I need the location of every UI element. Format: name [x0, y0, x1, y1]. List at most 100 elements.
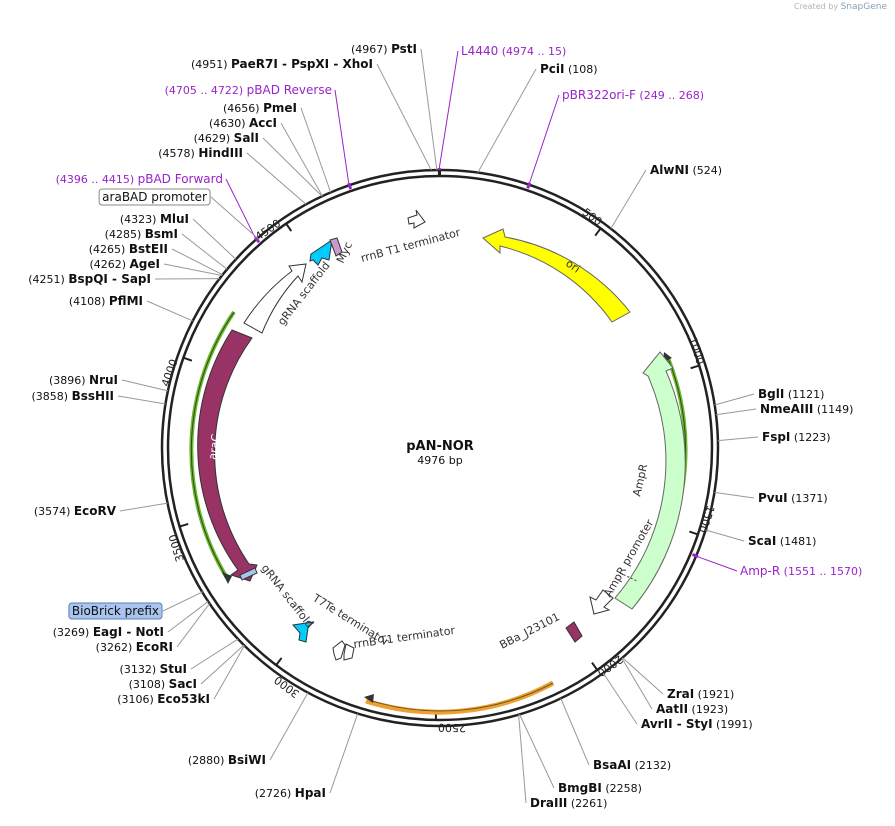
boxed-label-biobrick-prefix: BioBrick prefix [68, 602, 163, 620]
site-leader [146, 300, 193, 322]
site-leader [705, 529, 745, 542]
boxed-label-text: araBAD promoter [102, 190, 207, 204]
site-mlui: (4323) MluI [120, 212, 189, 226]
feature-arac-arrow [197, 329, 258, 582]
site-aatii-text: AatII (1923) [656, 702, 728, 716]
site-fspi: FspI (1223) [762, 430, 830, 444]
primer-leader [438, 50, 459, 169]
site-bgli-text: BglI (1121) [758, 387, 824, 401]
site-leader [200, 644, 245, 685]
site-paer7i-pspxi-xhoi-text: (4951) PaeR7I - PspXI - XhoI [191, 57, 373, 71]
boxed-leader [162, 590, 205, 612]
l4440-marker [438, 170, 441, 177]
feature-label-ampr: AmpR [630, 462, 650, 497]
site-agei: (4262) AgeI [89, 257, 160, 271]
ampr-promoter-divider [619, 572, 638, 582]
site-leader [714, 393, 755, 406]
site-nrui: (3896) NruI [49, 373, 118, 387]
site-ecori-text: (3262) EcoRI [96, 640, 173, 654]
site-eagi-noti-text: (3269) EagI - NotI [53, 625, 164, 639]
tick-mark [285, 223, 293, 232]
site-bsiwi-text: (2880) BsiWI [188, 753, 266, 767]
site-leader [213, 645, 245, 700]
site-draiii: DraIII (2261) [530, 796, 607, 810]
site-scai: ScaI (1481) [748, 534, 816, 548]
primer-leader [529, 94, 560, 183]
site-leader [192, 218, 237, 260]
site-leader [167, 601, 209, 633]
site-ecorv-text: (3574) EcoRV [34, 504, 117, 518]
site-saci-text: (3108) SacI [129, 677, 197, 691]
site-paer7i-pspxi-xhoi: (4951) PaeR7I - PspXI - XhoI [191, 57, 373, 71]
leader-lines [117, 48, 759, 804]
feature-bba-j23101-marker [565, 621, 583, 643]
site-bspqi-sapi: (4251) BspQI - SapI [28, 272, 151, 286]
site-pvui: PvuI (1371) [758, 491, 828, 505]
site-leader [420, 48, 438, 171]
feature-ampr-arrow [614, 351, 686, 610]
site-nmeaiii: NmeAIII (1149) [760, 402, 853, 416]
site-ecorv: (3574) EcoRV [34, 504, 117, 518]
primer-l4440: L4440 (4974 .. 15) [461, 44, 566, 58]
site-leader [602, 672, 638, 725]
tick-mark [275, 657, 283, 666]
feature-t7te-terminator-arrow [332, 640, 346, 661]
site-pflmi: (4108) PflMI [69, 294, 143, 308]
boxed-label-frame [98, 188, 211, 206]
site-stui-text: (3132) StuI [120, 662, 187, 676]
primer-leader [225, 178, 256, 238]
site-nrui-text: (3896) NruI [49, 373, 118, 387]
site-sali-text: (4629) SalI [194, 131, 259, 145]
tick-mark [689, 530, 699, 536]
feature-ampr-promoter-arrow [589, 589, 614, 615]
site-leader [519, 714, 555, 789]
feature-label-bba-j23101: BBa_J23101 [497, 610, 561, 651]
site-bspqi-sapi-text: (4251) BspQI - SapI [28, 272, 151, 286]
site-leader [300, 107, 332, 193]
site-leader [246, 152, 307, 205]
site-saci: (3108) SacI [129, 677, 197, 691]
site-acci: (4630) AccI [209, 116, 277, 130]
site-pmei-text: (4656) PmeI [223, 101, 297, 115]
boxed-label-text: BioBrick prefix [72, 604, 159, 618]
site-leader [176, 603, 210, 648]
site-leader [181, 233, 228, 270]
tick-mark [690, 364, 700, 370]
site-stui: (3132) StuI [120, 662, 187, 676]
site-bmgbi: BmgBI (2258) [558, 781, 642, 795]
tick-mark [591, 662, 599, 671]
site-bsshii: (3858) BssHII [32, 389, 114, 403]
site-leader [622, 657, 664, 695]
tick-label: 4000 [159, 357, 181, 388]
feature-rrnb-t1-terminator-top [407, 209, 426, 229]
site-hindiii-text: (4578) HindIII [158, 146, 243, 160]
primer-marker [254, 236, 261, 244]
site-ecori: (3262) EcoRI [96, 640, 173, 654]
primer-leader [334, 89, 350, 184]
site-leader [262, 137, 323, 197]
site-leader [477, 68, 537, 173]
site-avrii-styi-text: AvrII - StyI (1991) [641, 717, 753, 731]
site-bmgbi-text: BmgBI (2258) [558, 781, 642, 795]
boxed-label-arabad-promoter: araBAD promoter [98, 188, 211, 206]
site-sali: (4629) SalI [194, 131, 259, 145]
tick-mark [183, 356, 193, 362]
primer-marker [691, 553, 699, 559]
site-leader [171, 248, 223, 276]
feature-label-t7te: T7Te terminator [310, 591, 392, 649]
feature-grna-scaffold-outline-arrow [243, 263, 307, 334]
feature-myc-marker [329, 237, 343, 257]
tick-mark [179, 522, 189, 528]
site-bgli: BglI (1121) [758, 387, 824, 401]
site-fspi-text: FspI (1223) [762, 430, 830, 444]
feature-biobrick-marker [239, 567, 258, 581]
feature-label-grna-bottom: gRNA scaffold [259, 562, 316, 630]
site-hpai-text: (2726) HpaI [255, 786, 326, 800]
site-leader [610, 169, 647, 229]
site-pmei: (4656) PmeI [223, 101, 297, 115]
site-leader [329, 713, 359, 794]
site-leader [621, 657, 653, 710]
site-aatii: AatII (1923) [656, 702, 728, 716]
